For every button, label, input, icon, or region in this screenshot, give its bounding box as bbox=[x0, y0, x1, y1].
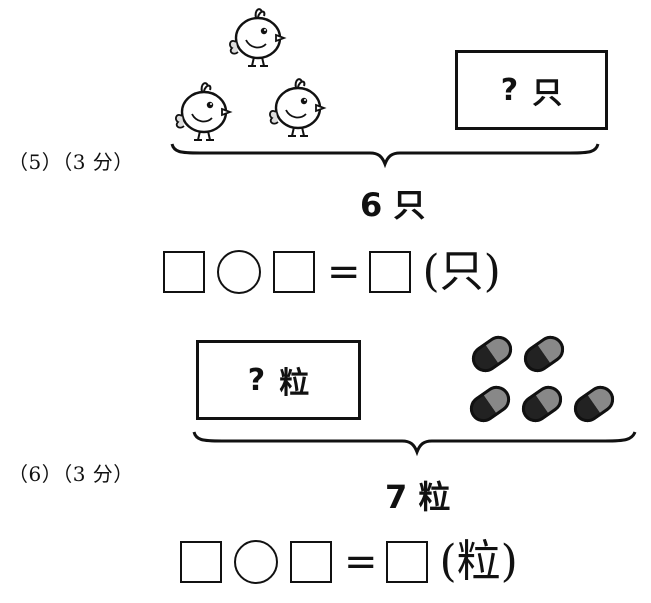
equation-unit: (只) bbox=[422, 246, 501, 297]
total-brace bbox=[192, 431, 637, 457]
chick-icon bbox=[174, 81, 232, 142]
equation-row: = (只) bbox=[163, 242, 501, 302]
result-box[interactable] bbox=[385, 541, 428, 583]
equation-unit: (粒) bbox=[439, 536, 518, 587]
pill-icon bbox=[465, 381, 515, 427]
pill-icon bbox=[519, 331, 569, 377]
problem-6-label: （6）（3 分） bbox=[8, 462, 134, 486]
unit-label: 粒 bbox=[279, 366, 310, 401]
unknown-quantity-box: ? 粒 bbox=[196, 340, 361, 420]
total-label: 7 粒 bbox=[385, 478, 451, 516]
question-mark: ? bbox=[247, 362, 266, 398]
chick-icon bbox=[268, 77, 326, 138]
answer-box-2[interactable] bbox=[290, 541, 332, 583]
equation-row: = (粒) bbox=[180, 532, 518, 592]
chick-group bbox=[174, 7, 326, 142]
answer-box-1[interactable] bbox=[163, 251, 205, 293]
answer-box-2[interactable] bbox=[273, 251, 315, 293]
total-brace bbox=[170, 143, 600, 169]
total-label: 6 只 bbox=[360, 186, 426, 224]
result-box[interactable] bbox=[368, 251, 411, 293]
pill-icon bbox=[467, 331, 517, 377]
operator-circle[interactable] bbox=[217, 250, 261, 294]
pill-group bbox=[465, 331, 619, 427]
chick-icon bbox=[228, 7, 286, 68]
equals-sign: = bbox=[327, 249, 361, 295]
operator-circle[interactable] bbox=[234, 540, 278, 584]
problem-5-label: （5）（3 分） bbox=[8, 150, 134, 174]
unknown-quantity-box: ? 只 bbox=[455, 50, 608, 130]
question-mark: ? bbox=[500, 72, 519, 108]
pill-icon bbox=[569, 381, 619, 427]
answer-box-1[interactable] bbox=[180, 541, 222, 583]
pill-icon bbox=[517, 381, 567, 427]
unit-label: 只 bbox=[532, 76, 563, 111]
equals-sign: = bbox=[344, 539, 378, 585]
